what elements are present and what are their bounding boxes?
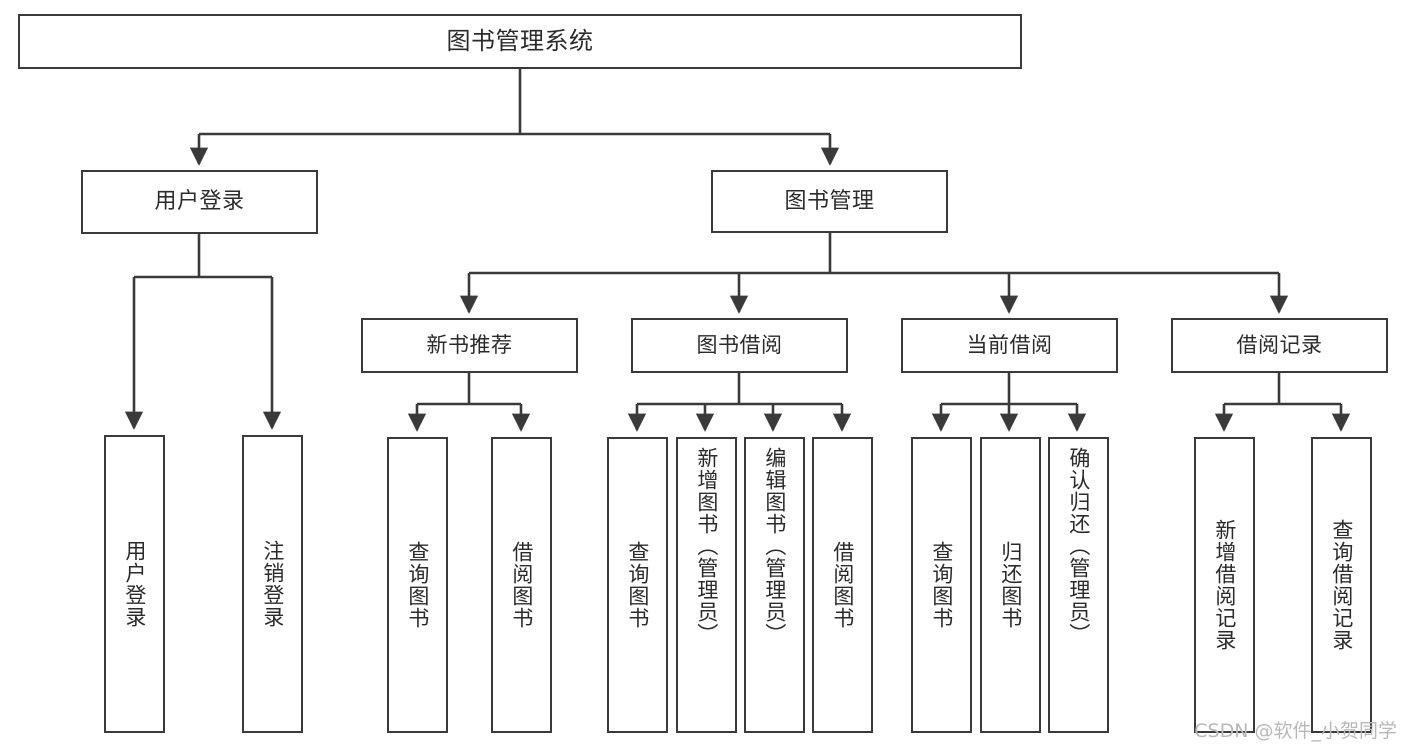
leaf-query-book-borrow[interactable]: 查询图书 [607, 437, 668, 733]
leaf-user-login[interactable]: 用户登录 [104, 435, 165, 733]
node-label: 借阅图书 [509, 541, 534, 629]
node-label: 查询图书 [625, 541, 650, 629]
node-label: 用户登录 [122, 540, 147, 628]
node-label: 归还图书 [998, 541, 1023, 629]
node-label: 编辑图书（管理员） [762, 447, 787, 645]
leaf-add-book-admin[interactable]: 新增图书（管理员） [676, 437, 737, 733]
leaf-edit-book-admin[interactable]: 编辑图书（管理员） [744, 437, 805, 733]
node-label: 确认归还（管理员） [1066, 447, 1091, 645]
node-label: 借阅图书 [830, 541, 855, 629]
node-label: 新书推荐 [426, 333, 513, 358]
node-label: 新增借阅记录 [1212, 519, 1237, 651]
node-borrow-record[interactable]: 借阅记录 [1171, 318, 1388, 373]
node-label: 图书借阅 [696, 333, 783, 358]
node-label: 图书管理 [784, 188, 875, 214]
node-label: 用户登录 [154, 189, 245, 215]
leaf-query-book-current[interactable]: 查询图书 [911, 437, 972, 733]
node-label: 借阅记录 [1236, 333, 1323, 358]
node-label: 注销登录 [260, 540, 285, 628]
node-label: 新增图书（管理员） [694, 447, 719, 645]
node-root-system[interactable]: 图书管理系统 [18, 14, 1022, 69]
node-new-book-recommend[interactable]: 新书推荐 [361, 318, 578, 373]
node-book-borrow[interactable]: 图书借阅 [631, 318, 848, 373]
leaf-query-book-new[interactable]: 查询图书 [387, 437, 448, 733]
leaf-return-book[interactable]: 归还图书 [980, 437, 1041, 733]
leaf-logout[interactable]: 注销登录 [242, 435, 303, 733]
node-user-login[interactable]: 用户登录 [81, 170, 318, 234]
leaf-borrow-book-new[interactable]: 借阅图书 [491, 437, 552, 733]
node-label: 查询图书 [405, 541, 430, 629]
node-label: 查询图书 [929, 541, 954, 629]
leaf-borrow-book[interactable]: 借阅图书 [812, 437, 873, 733]
node-label: 图书管理系统 [446, 26, 594, 55]
node-label: 当前借阅 [966, 333, 1053, 358]
node-book-management[interactable]: 图书管理 [711, 170, 948, 233]
node-label: 查询借阅记录 [1329, 519, 1354, 651]
leaf-confirm-return-admin[interactable]: 确认归还（管理员） [1048, 437, 1109, 733]
leaf-add-borrow-record[interactable]: 新增借阅记录 [1194, 437, 1255, 733]
watermark: CSDN @软件_小贺同学 [1194, 720, 1397, 742]
node-current-borrow[interactable]: 当前借阅 [901, 318, 1118, 373]
leaf-query-borrow-record[interactable]: 查询借阅记录 [1311, 437, 1372, 733]
